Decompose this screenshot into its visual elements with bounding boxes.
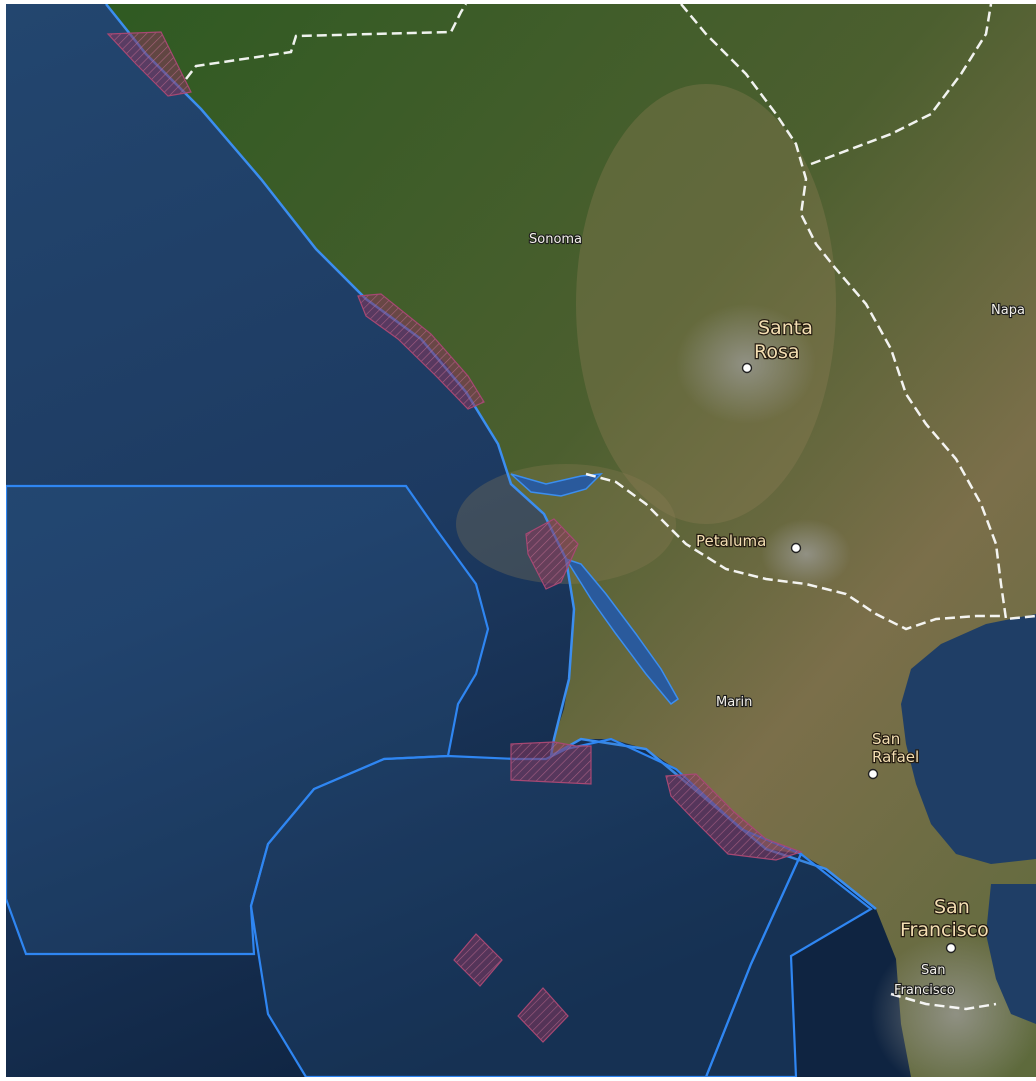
city-label-santa-rosa-2: Rosa [754,341,800,363]
city-label-san-rafael-2: Rafael [872,748,919,766]
city-label-san-rafael-1: San [872,730,900,748]
tomales-bay [564,557,679,706]
protected-area-north [106,31,192,97]
county-boundaries [185,4,1036,1011]
city-label-petaluma: Petaluma [696,532,766,550]
offshore-zone-central [249,737,803,1077]
county-label-napa: Napa [991,303,1025,318]
county-label-sonoma: Sonoma [529,232,582,247]
dry-hills [456,464,676,584]
bodega-harbor [510,473,604,497]
county-label-san-francisco-1: San [921,963,945,978]
protected-area-point-reyes [510,741,592,785]
city-label-santa-rosa-1: Santa [758,317,813,339]
city-label-san-francisco-2: Francisco [900,919,989,941]
map-view[interactable]: Sonoma Napa Marin Santa Rosa Petaluma Sa… [6,4,1036,1077]
county-label-marin: Marin [716,695,752,710]
city-dot-san-rafael [867,768,879,780]
urban-petaluma [761,519,851,589]
offshore-zone-east [704,852,873,1077]
protected-area-farallon-1 [453,933,503,987]
city-dot-santa-rosa [741,362,753,374]
marine-boundaries [6,484,873,1077]
protected-area-farallon-2 [517,987,569,1043]
protected-area-drakes-bay [665,773,803,861]
protected-area-bodega-north [357,293,485,410]
city-label-san-francisco-1: San [934,896,970,918]
city-dot-petaluma [790,542,802,554]
bay-water [901,614,1036,864]
protected-areas [106,31,803,1043]
county-label-san-francisco-2: Francisco [894,983,955,998]
bay-water-south [986,884,1036,1024]
city-dot-san-francisco [945,942,957,954]
protected-area-bodega-head [525,518,579,590]
